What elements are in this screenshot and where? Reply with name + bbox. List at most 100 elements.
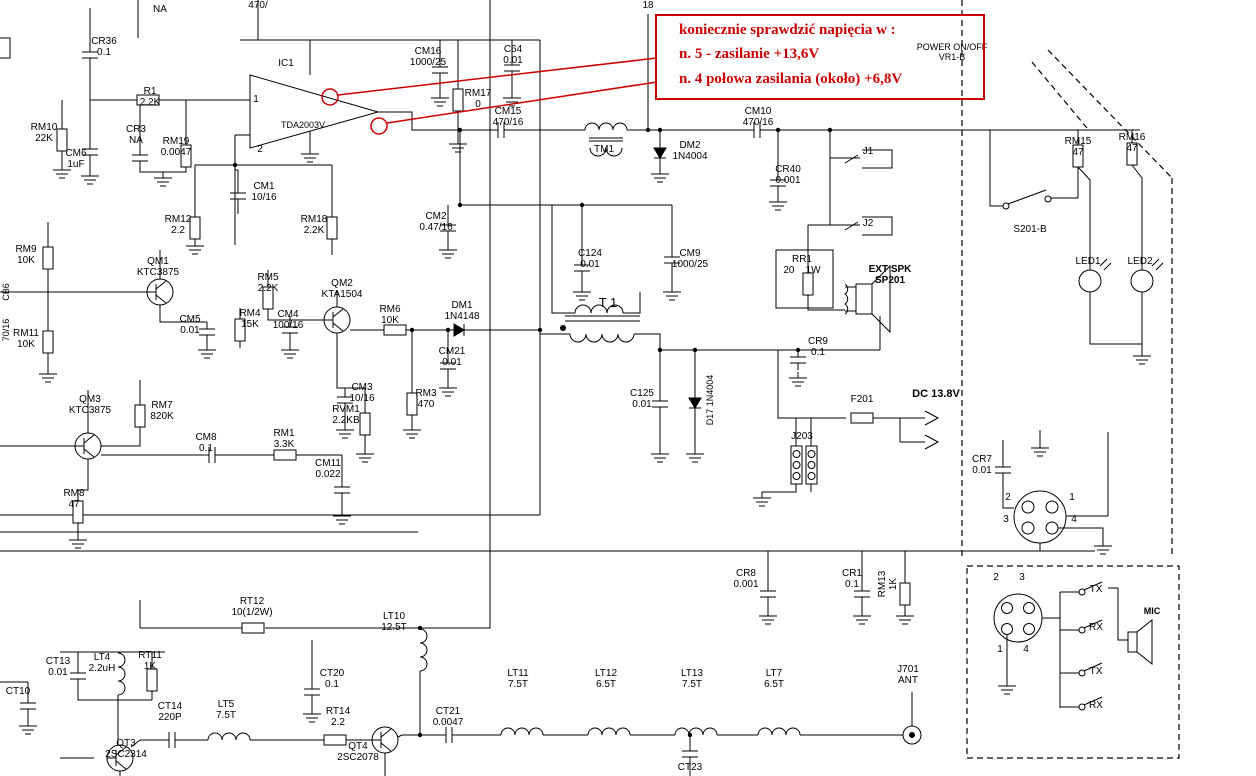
- wires: [0, 0, 1164, 776]
- transformer-t1: [540, 205, 661, 350]
- label-tda2003v: TDA2003V: [280, 120, 326, 130]
- speaker-sp201: [844, 264, 891, 334]
- jack-j1: [830, 149, 893, 169]
- label-tx: TX: [1089, 584, 1103, 595]
- label-cb6: CB6: [0, 283, 11, 301]
- jack-j2: [807, 216, 893, 273]
- annotation-item-2: n. 4 połowa zasilania (około) +6,8V: [679, 70, 903, 87]
- label-na: NA: [153, 4, 167, 15]
- led1-icon: [1078, 258, 1112, 293]
- label-t-1: T 1: [598, 295, 618, 310]
- annotation-item-1: n. 5 - zasilanie +13,6V: [679, 46, 820, 63]
- label-470-: 470/: [248, 0, 268, 11]
- label-led1: LED1: [1075, 256, 1101, 267]
- label-1: 1: [1069, 492, 1075, 503]
- label-led2: LED2: [1127, 256, 1153, 267]
- junction-dots: [232, 127, 833, 738]
- label-j2: J2: [862, 218, 874, 229]
- label-70-16: 70/16: [0, 318, 11, 342]
- ic1-opamp-triangle: [249, 74, 380, 149]
- mic-speaker-icon: [1127, 618, 1153, 666]
- label-rx: RX: [1089, 622, 1103, 633]
- dashed-border: [961, 0, 1180, 759]
- rr1-box: [775, 249, 845, 311]
- label-ic1: IC1: [278, 58, 294, 69]
- label-ct23: CT23: [677, 762, 703, 773]
- label-dc-13-8v: DC 13.8V: [912, 388, 960, 400]
- label-2: 2: [993, 572, 999, 583]
- label-d17-1n4004: D17 1N4004: [704, 374, 715, 426]
- mic-connector-box: [993, 581, 1153, 711]
- label-tx: TX: [1089, 666, 1103, 677]
- label-18: 18: [642, 0, 654, 11]
- label-2: 2: [257, 144, 263, 155]
- label-j203: J203: [791, 431, 813, 442]
- voltage-check-annotation: koniecznie sprawdzić napięcia w : n. 5 -…: [655, 14, 985, 100]
- label-1: 1: [253, 94, 259, 105]
- red-annotation-leaders: [321, 57, 658, 135]
- label-tm1: TM1: [594, 144, 614, 155]
- label-f201: F201: [850, 394, 874, 405]
- label-s201-b: S201-B: [1013, 224, 1047, 235]
- label-2: 2: [1005, 492, 1011, 503]
- power-connector-4pin: [1013, 490, 1067, 544]
- connector-j203: [790, 445, 818, 485]
- annotation-title: koniecznie sprawdzić napięcia w :: [679, 22, 896, 38]
- label-ct10: CT10: [5, 686, 31, 697]
